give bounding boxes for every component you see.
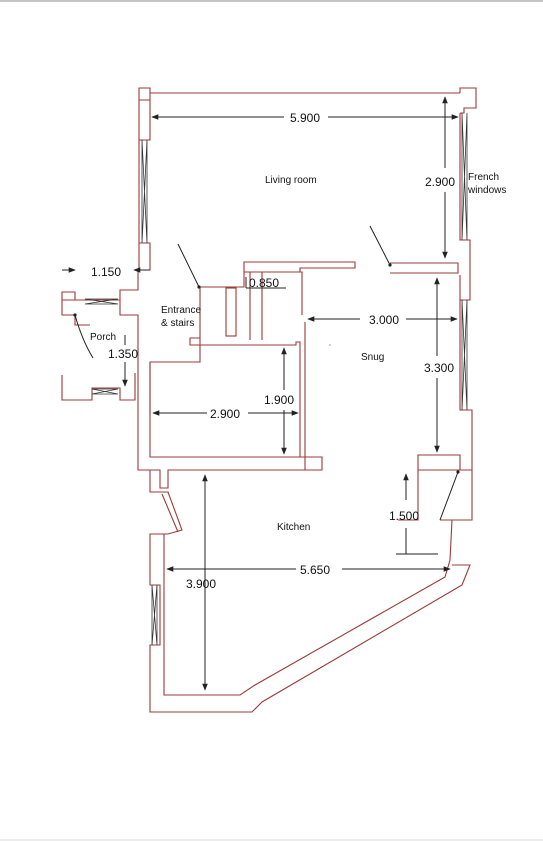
wall-living-snug-divider <box>390 262 459 274</box>
door-entrance <box>177 243 200 288</box>
wall-snug-right <box>417 300 473 471</box>
label-snug: Snug <box>361 352 384 363</box>
dim-porch-width: 1.150 <box>91 265 121 279</box>
door-living-snug <box>369 225 391 266</box>
room-labels: Living room French windows Entrance & st… <box>90 172 506 533</box>
dim-kitchen-depth: 3.900 <box>186 577 216 591</box>
door-porch-hinge <box>73 313 77 317</box>
wall-living-left <box>138 87 151 141</box>
wall-porch-lower <box>61 373 136 401</box>
dim-store-width: 2.900 <box>210 407 240 421</box>
dimension-labels: 5.900 2.900 1.150 0.850 3.000 1.350 3.30… <box>91 111 455 591</box>
window-kitchen <box>151 584 158 646</box>
label-living-room: Living room <box>265 175 317 186</box>
wall-kitchen-right <box>398 470 473 521</box>
wall-stairs-block <box>189 271 303 346</box>
label-entrance-2: & stairs <box>161 318 194 329</box>
door-kitchen <box>439 471 459 521</box>
door-swings <box>73 225 460 521</box>
wall-store <box>137 362 323 489</box>
wall-kitchen-inner <box>161 493 453 696</box>
dim-stair-width: 0.850 <box>249 276 279 290</box>
label-french-windows-2: windows <box>467 185 506 196</box>
dim-living-width: 5.900 <box>290 111 320 125</box>
window-snug-right <box>461 299 468 411</box>
stray-mark <box>329 344 331 346</box>
window-porch-top <box>84 298 119 305</box>
wall-divider-stub <box>243 261 356 273</box>
door-porch <box>74 314 94 359</box>
door-living-snug-hinge <box>388 263 392 267</box>
walls <box>61 87 477 713</box>
stair-treads <box>225 272 263 340</box>
window-living-left <box>141 139 148 244</box>
window-porch-bottom <box>91 388 119 395</box>
dimension-lines <box>62 96 459 691</box>
dim-store-depth: 1.900 <box>264 393 294 407</box>
label-porch: Porch <box>90 332 116 343</box>
windows <box>84 112 468 646</box>
wall-right-upper <box>459 87 477 301</box>
wall-living-left-lower <box>138 140 151 271</box>
label-french-windows: French <box>468 172 499 183</box>
dim-snug-depth: 3.300 <box>424 361 454 375</box>
dim-kitchen-width: 5.650 <box>300 563 330 577</box>
wall-kitchen-left <box>149 470 471 713</box>
door-entrance-hinge <box>197 285 201 289</box>
dim-kitchen-step: 1.500 <box>389 509 419 523</box>
door-kitchen-hinge <box>456 470 460 474</box>
stair-tread <box>225 287 237 337</box>
label-entrance: Entrance <box>161 305 201 316</box>
label-kitchen: Kitchen <box>277 522 310 533</box>
dim-snug-width: 3.000 <box>369 313 399 327</box>
dim-porch-depth: 1.350 <box>108 347 138 361</box>
dim-living-depth: 2.900 <box>425 175 455 189</box>
window-french <box>461 112 468 241</box>
